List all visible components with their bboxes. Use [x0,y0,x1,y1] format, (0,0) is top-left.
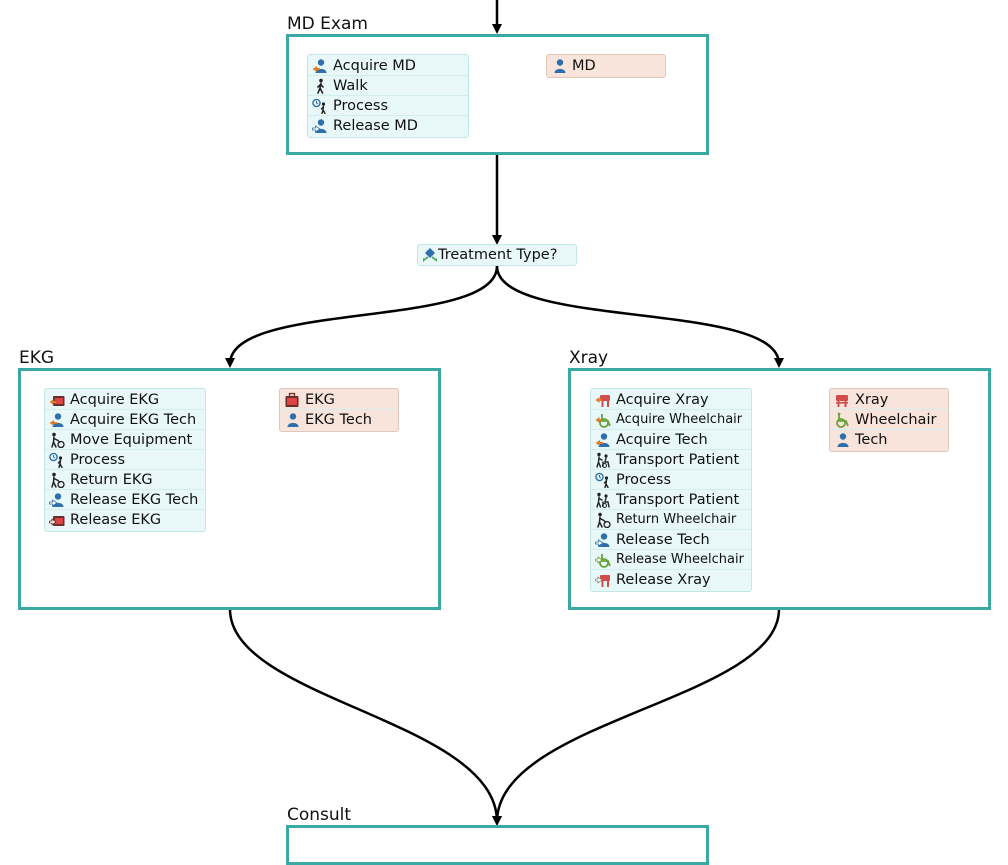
resource-tech[interactable]: Tech [830,430,948,450]
md-exam-block[interactable]: Acquire MD Walk Process Release MD MD [286,34,709,155]
step-acquire-ekg[interactable]: Acquire EKG [45,390,205,410]
process-icon [312,98,326,114]
treatment-type-decision[interactable]: Treatment Type? [417,244,577,266]
step-acquire-tech[interactable]: Acquire Tech [591,430,751,450]
acquire-xray-icon [595,394,610,407]
step-return-wheelchair[interactable]: Return Wheelchair [591,510,751,530]
person-icon [287,413,299,427]
decision-icon [423,248,437,262]
ekg-block[interactable]: Acquire EKG Acquire EKG Tech Move Equipm… [18,368,441,610]
consult-title: Consult [287,805,352,825]
step-process[interactable]: Process [45,450,205,470]
acquire-person-icon [595,432,610,447]
flow-connectors [225,0,784,826]
step-return-ekg[interactable]: Return EKG [45,470,205,490]
step-transport-patient[interactable]: Transport Patient [591,450,751,470]
step-acquire-md[interactable]: Acquire MD [308,56,468,76]
step-process[interactable]: Process [591,470,751,490]
resource-ekg-tech[interactable]: EKG Tech [280,410,398,430]
release-wheelchair-icon [595,553,611,568]
release-person-icon [49,492,64,507]
transport-patient-icon [596,452,610,468]
edge-decision-to-xray [495,265,784,368]
xray-resources: Xray Wheelchair Tech [829,388,949,452]
step-walk[interactable]: Walk [308,76,468,96]
acquire-equipment-icon [49,395,65,406]
release-equipment-icon [49,516,65,526]
ekg-title: EKG [19,348,55,368]
acquire-person-icon [312,58,327,73]
equipment-icon [285,392,299,407]
transport-patient-icon [596,492,610,508]
step-acquire-ekg-tech[interactable]: Acquire EKG Tech [45,410,205,430]
step-release-wheelchair[interactable]: Release Wheelchair [591,550,751,570]
step-release-tech[interactable]: Release Tech [591,530,751,550]
acquire-person-icon [49,412,64,427]
step-transport-patient-return[interactable]: Transport Patient [591,490,751,510]
resource-xray[interactable]: Xray [830,390,948,410]
move-equipment-icon [51,472,65,488]
xray-block[interactable]: Acquire Xray Acquire Wheelchair Acquire … [568,368,991,610]
step-acquire-wheelchair[interactable]: Acquire Wheelchair [591,410,751,430]
resource-wheelchair[interactable]: Wheelchair [830,410,948,430]
acquire-wheelchair-icon [595,413,611,428]
wheelchair-icon [836,412,849,428]
person-icon [554,59,566,73]
step-release-xray[interactable]: Release Xray [591,570,751,590]
release-person-icon [595,532,610,547]
step-process[interactable]: Process [308,96,468,116]
move-equipment-icon [597,512,611,528]
step-acquire-xray[interactable]: Acquire Xray [591,390,751,410]
edge-ekg-to-consult [228,608,502,826]
ekg-resources: EKG EKG Tech [279,388,399,432]
md-exam-resources: MD [546,54,666,78]
process-icon [49,452,63,468]
process-icon [595,472,609,488]
step-release-md[interactable]: Release MD [308,116,468,136]
release-xray-icon [595,575,610,587]
release-person-icon [312,119,327,133]
person-icon [837,433,849,447]
md-exam-steps: Acquire MD Walk Process Release MD [307,54,469,138]
ekg-steps: Acquire EKG Acquire EKG Tech Move Equipm… [44,388,206,532]
walk-icon [317,78,324,94]
md-exam-title: MD Exam [287,14,368,34]
step-move-equipment[interactable]: Move Equipment [45,430,205,450]
step-release-ekg-tech[interactable]: Release EKG Tech [45,490,205,510]
resource-ekg[interactable]: EKG [280,390,398,410]
edge-xray-to-consult [492,608,781,826]
move-equipment-icon [51,432,65,448]
xray-title: Xray [569,348,609,368]
xray-icon [836,394,848,407]
xray-steps: Acquire Xray Acquire Wheelchair Acquire … [590,388,752,592]
consult-block[interactable] [286,825,709,865]
resource-md[interactable]: MD [547,56,665,76]
step-release-ekg[interactable]: Release EKG [45,510,205,530]
edge-decision-to-ekg [225,265,499,368]
